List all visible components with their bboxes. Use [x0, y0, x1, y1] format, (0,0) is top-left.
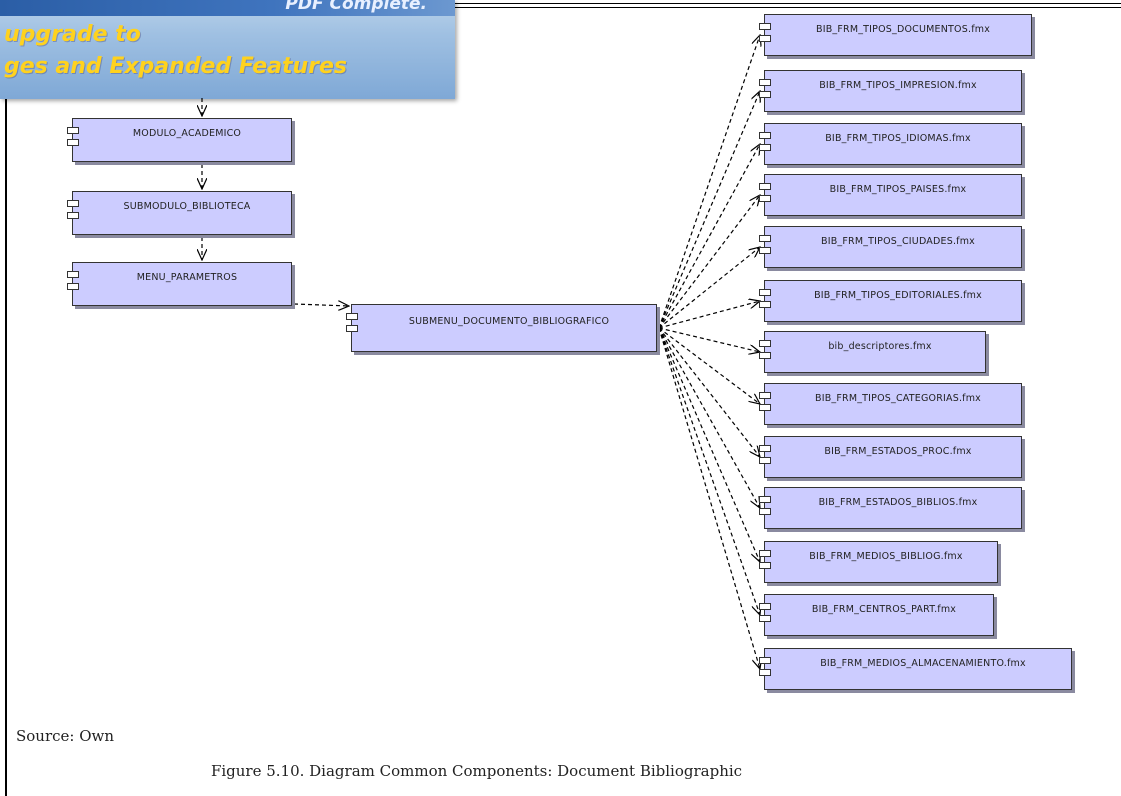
component-tab-icon — [67, 271, 79, 278]
dependency-arrow — [658, 327, 760, 352]
component-tab-icon — [759, 352, 771, 359]
page-border-top — [455, 3, 1121, 4]
dependency-arrow — [658, 195, 760, 329]
component-target[interactable]: bib_descriptores.fmx — [759, 331, 986, 373]
component-tab-icon — [759, 340, 771, 347]
component-target[interactable]: BIB_FRM_TIPOS_PAISES.fmx — [759, 174, 1022, 216]
component-tab-icon — [759, 144, 771, 151]
component-tab-icon — [759, 657, 771, 664]
component-label: BIB_FRM_MEDIOS_ALMACENAMIENTO.fmx — [820, 658, 1026, 669]
component-label: BIB_FRM_TIPOS_EDITORIALES.fmx — [814, 290, 982, 301]
dependency-arrow — [658, 327, 760, 404]
dependency-arrow — [658, 327, 760, 508]
figure-caption: Figure 5.10. Diagram Common Components: … — [0, 762, 1121, 780]
component-tab-icon — [67, 127, 79, 134]
component-tab-icon — [759, 289, 771, 296]
component-target[interactable]: BIB_FRM_TIPOS_CATEGORIAS.fmx — [759, 383, 1022, 425]
component-target[interactable]: BIB_FRM_TIPOS_IDIOMAS.fmx — [759, 123, 1022, 165]
component-tab-icon — [759, 615, 771, 622]
component-tab-icon — [67, 283, 79, 290]
component-tab-icon — [759, 404, 771, 411]
component-label: BIB_FRM_ESTADOS_BIBLIOS.fmx — [818, 497, 978, 508]
component-tab-icon — [759, 669, 771, 676]
component-label: MODULO_ACADEMICO — [132, 128, 242, 139]
component-tab-icon — [759, 91, 771, 98]
component-target[interactable]: BIB_FRM_TIPOS_EDITORIALES.fmx — [759, 280, 1022, 322]
component-label: BIB_FRM_TIPOS_CATEGORIAS.fmx — [814, 393, 981, 404]
component-label: BIB_FRM_ESTADOS_PROC.fmx — [824, 446, 972, 457]
component-tab-icon — [67, 212, 79, 219]
component-tab-icon — [759, 235, 771, 242]
component-tab-icon — [759, 301, 771, 308]
component-tab-icon — [67, 200, 79, 207]
figure-source: Source: Own — [16, 727, 115, 745]
dependency-arrow — [658, 91, 760, 329]
dependency-arrow — [293, 304, 349, 306]
banner-strip — [0, 0, 455, 16]
component-label: SUBMENU_DOCUMENTO_BIBLIOGRAFICO — [408, 316, 610, 327]
dependency-arrow — [658, 301, 760, 329]
component-target[interactable]: BIB_FRM_ESTADOS_PROC.fmx — [759, 436, 1022, 478]
banner-top-text: PDF Complete. — [285, 0, 427, 14]
component-target[interactable]: BIB_FRM_TIPOS_DOCUMENTOS.fmx — [759, 14, 1032, 56]
component-tab-icon — [759, 247, 771, 254]
component-tab-icon — [759, 508, 771, 515]
page-border-left — [5, 0, 7, 796]
component-label: BIB_FRM_MEDIOS_BIBLIOG.fmx — [809, 551, 963, 562]
component-tab-icon — [759, 496, 771, 503]
component-tab-icon — [759, 445, 771, 452]
component-target[interactable]: BIB_FRM_CENTROS_PART.fmx — [759, 594, 994, 636]
component-tab-icon — [759, 550, 771, 557]
component-target[interactable]: BIB_FRM_ESTADOS_BIBLIOS.fmx — [759, 487, 1022, 529]
banner-line-2: ges and Expanded Features — [4, 54, 348, 79]
component-tab-icon — [759, 35, 771, 42]
page-border-top-inner — [455, 7, 1121, 8]
component-target[interactable]: BIB_FRM_MEDIOS_ALMACENAMIENTO.fmx — [759, 648, 1072, 690]
component-tab-icon — [759, 183, 771, 190]
component-menu-parametros[interactable]: MENU_PARAMETROS — [67, 262, 292, 306]
component-label: BIB_FRM_TIPOS_CIUDADES.fmx — [820, 236, 975, 247]
upgrade-banner[interactable]: PDF Complete. upgrade to ges and Expande… — [0, 0, 455, 99]
component-label: BIB_FRM_TIPOS_PAISES.fmx — [829, 184, 967, 195]
component-tab-icon — [67, 139, 79, 146]
dependency-arrow — [658, 327, 760, 615]
component-tab-icon — [346, 325, 358, 332]
dependency-arrow — [658, 35, 760, 329]
banner-line-1: upgrade to — [4, 22, 141, 47]
component-label: BIB_FRM_CENTROS_PART.fmx — [811, 604, 957, 615]
component-target[interactable]: BIB_FRM_TIPOS_CIUDADES.fmx — [759, 226, 1022, 268]
component-submenu-documento-bibliografico[interactable]: SUBMENU_DOCUMENTO_BIBLIOGRAFICO — [346, 304, 657, 352]
component-target[interactable]: BIB_FRM_TIPOS_IMPRESION.fmx — [759, 70, 1022, 112]
dependency-arrow — [658, 144, 760, 329]
component-tab-icon — [759, 132, 771, 139]
component-tab-icon — [759, 457, 771, 464]
component-label: MENU_PARAMETROS — [136, 272, 238, 283]
component-tab-icon — [759, 603, 771, 610]
component-label: BIB_FRM_TIPOS_IMPRESION.fmx — [819, 80, 977, 91]
component-target[interactable]: BIB_FRM_MEDIOS_BIBLIOG.fmx — [759, 541, 998, 583]
figure-caption-text: Figure 5.10. Diagram Common Components: … — [210, 762, 743, 780]
component-tab-icon — [759, 79, 771, 86]
component-tab-icon — [759, 392, 771, 399]
component-modulo-academico[interactable]: MODULO_ACADEMICO — [67, 118, 292, 162]
dependency-arrow — [658, 327, 760, 457]
dependency-arrow — [658, 327, 760, 669]
component-label: bib_descriptores.fmx — [828, 341, 932, 352]
component-label: BIB_FRM_TIPOS_IDIOMAS.fmx — [825, 133, 971, 144]
component-label: BIB_FRM_TIPOS_DOCUMENTOS.fmx — [815, 24, 991, 35]
component-tab-icon — [759, 23, 771, 30]
dependency-arrow — [658, 327, 760, 562]
component-tab-icon — [346, 313, 358, 320]
component-tab-icon — [759, 562, 771, 569]
component-tab-icon — [759, 195, 771, 202]
component-label: SUBMODULO_BIBLIOTECA — [123, 201, 251, 212]
dependency-arrow — [658, 247, 760, 329]
component-submodulo-biblioteca[interactable]: SUBMODULO_BIBLIOTECA — [67, 191, 292, 235]
